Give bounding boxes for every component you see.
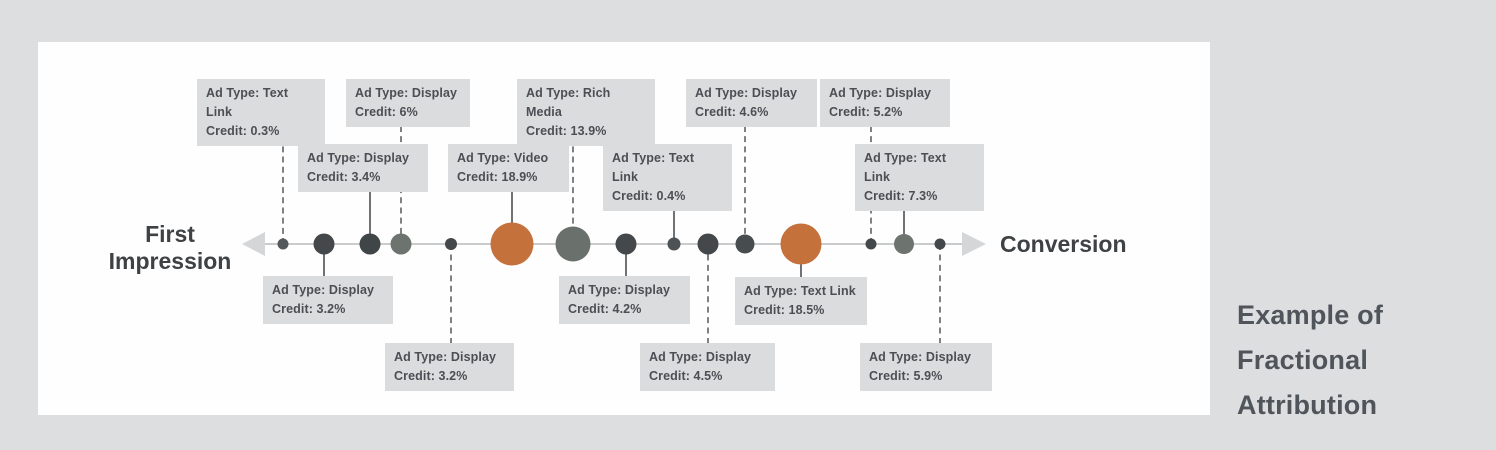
touchpoint-label: Ad Type: Display Credit: 5.2%	[820, 79, 950, 127]
touchpoint-dot	[667, 237, 681, 251]
touchpoint-dot	[445, 238, 457, 250]
connector-line	[903, 192, 905, 244]
ad-type-text: Ad Type: Text Link	[744, 284, 856, 298]
touchpoint-dot	[277, 238, 289, 250]
touchpoint-label: Ad Type: Display Credit: 5.9%	[860, 343, 992, 391]
touchpoint-dot	[359, 233, 381, 255]
touchpoint-label: Ad Type: Text Link Credit: 7.3%	[855, 144, 984, 211]
touchpoint-label: Ad Type: Text Link Credit: 0.4%	[603, 144, 732, 211]
touchpoint-label: Ad Type: Rich Media Credit: 13.9%	[517, 79, 655, 146]
touchpoint-label: Ad Type: Video Credit: 18.9%	[448, 144, 569, 192]
credit-text: Credit: 6%	[355, 105, 418, 119]
touchpoint-dot	[780, 223, 822, 265]
touchpoint-dot	[697, 233, 719, 255]
touchpoint-label: Ad Type: Display Credit: 3.2%	[263, 276, 393, 324]
ad-type-text: Ad Type: Video	[457, 151, 549, 165]
first-impression-line1: First	[145, 221, 195, 247]
timeline-axis	[254, 243, 962, 245]
caption-line: Attribution	[1237, 390, 1378, 420]
touchpoint-dot	[615, 233, 637, 255]
credit-text: Credit: 4.2%	[568, 302, 642, 316]
connector-line	[939, 244, 941, 344]
ad-type-text: Ad Type: Display	[355, 86, 458, 100]
credit-text: Credit: 4.6%	[695, 105, 769, 119]
ad-type-text: Ad Type: Display	[394, 350, 497, 364]
credit-text: Credit: 5.2%	[829, 105, 903, 119]
connector-line	[625, 244, 627, 277]
credit-text: Credit: 13.9%	[526, 124, 607, 138]
credit-text: Credit: 5.9%	[869, 369, 943, 383]
ad-type-text: Ad Type: Display	[649, 350, 752, 364]
ad-type-text: Ad Type: Display	[869, 350, 972, 364]
connector-line	[282, 126, 284, 244]
touchpoint-dot	[934, 238, 946, 250]
touchpoint-dot	[735, 234, 755, 254]
ad-type-text: Ad Type: Display	[695, 86, 798, 100]
touchpoint-label: Ad Type: Display Credit: 3.4%	[298, 144, 428, 192]
conversion-label: Conversion	[1000, 231, 1127, 257]
connector-line	[673, 192, 675, 244]
touchpoint-dot	[313, 233, 335, 255]
touchpoint-dot	[894, 234, 914, 254]
credit-text: Credit: 0.4%	[612, 189, 686, 203]
touchpoint-label: Ad Type: Display Credit: 6%	[346, 79, 470, 127]
ad-type-text: Ad Type: Text Link	[612, 151, 695, 184]
caption-line: Example of	[1237, 300, 1384, 330]
credit-text: Credit: 3.2%	[272, 302, 346, 316]
credit-text: Credit: 18.9%	[457, 170, 538, 184]
credit-text: Credit: 3.4%	[307, 170, 381, 184]
credit-text: Credit: 18.5%	[744, 303, 825, 317]
touchpoint-dot	[865, 238, 877, 250]
touchpoint-label: Ad Type: Text Link Credit: 18.5%	[735, 277, 867, 325]
touchpoint-label: Ad Type: Text Link Credit: 0.3%	[197, 79, 325, 146]
ad-type-text: Ad Type: Display	[568, 283, 671, 297]
touchpoint-dot	[390, 233, 412, 255]
caption-line: Fractional	[1237, 345, 1369, 375]
connector-line	[369, 192, 371, 244]
ad-type-text: Ad Type: Rich Media	[526, 86, 611, 119]
touchpoint-label: Ad Type: Display Credit: 4.6%	[686, 79, 817, 127]
credit-text: Credit: 3.2%	[394, 369, 468, 383]
ad-type-text: Ad Type: Text Link	[206, 86, 289, 119]
touchpoint-label: Ad Type: Display Credit: 3.2%	[385, 343, 514, 391]
timeline-arrow-left-icon	[242, 232, 265, 256]
credit-text: Credit: 0.3%	[206, 124, 280, 138]
ad-type-text: Ad Type: Text Link	[864, 151, 947, 184]
ad-type-text: Ad Type: Display	[307, 151, 410, 165]
touchpoint-dot	[555, 226, 591, 262]
connector-line	[450, 244, 452, 344]
touchpoint-label: Ad Type: Display Credit: 4.2%	[559, 276, 690, 324]
ad-type-text: Ad Type: Display	[829, 86, 932, 100]
credit-text: Credit: 4.5%	[649, 369, 723, 383]
connector-line	[323, 244, 325, 277]
touchpoint-dot	[490, 222, 534, 266]
touchpoint-label: Ad Type: Display Credit: 4.5%	[640, 343, 775, 391]
figure-caption: Example of Fractional Attribution	[1237, 293, 1383, 428]
connector-line	[511, 192, 513, 244]
timeline-arrow-right-icon	[962, 232, 986, 256]
connector-line	[572, 126, 574, 244]
connector-line	[707, 244, 709, 344]
credit-text: Credit: 7.3%	[864, 189, 938, 203]
first-impression-label: First Impression	[100, 221, 240, 275]
first-impression-line2: Impression	[108, 248, 232, 274]
connector-line	[744, 126, 746, 244]
ad-type-text: Ad Type: Display	[272, 283, 375, 297]
